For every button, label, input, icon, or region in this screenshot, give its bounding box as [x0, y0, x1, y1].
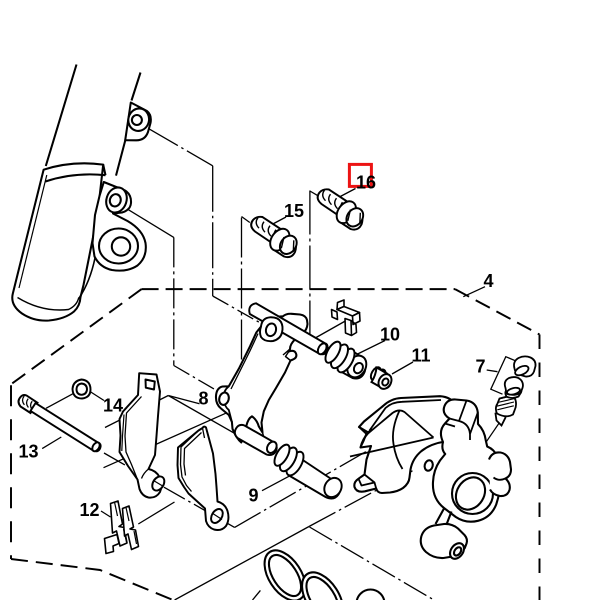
svg-text:10: 10 — [380, 325, 400, 345]
svg-text:14: 14 — [103, 396, 123, 416]
svg-text:4: 4 — [484, 271, 494, 291]
svg-text:11: 11 — [412, 346, 431, 366]
svg-text:15: 15 — [284, 201, 304, 221]
svg-text:12: 12 — [80, 500, 100, 520]
svg-text:9: 9 — [249, 486, 259, 506]
svg-text:16: 16 — [356, 173, 376, 193]
svg-text:13: 13 — [19, 442, 39, 462]
svg-text:7: 7 — [476, 357, 486, 377]
svg-text:8: 8 — [199, 389, 209, 409]
